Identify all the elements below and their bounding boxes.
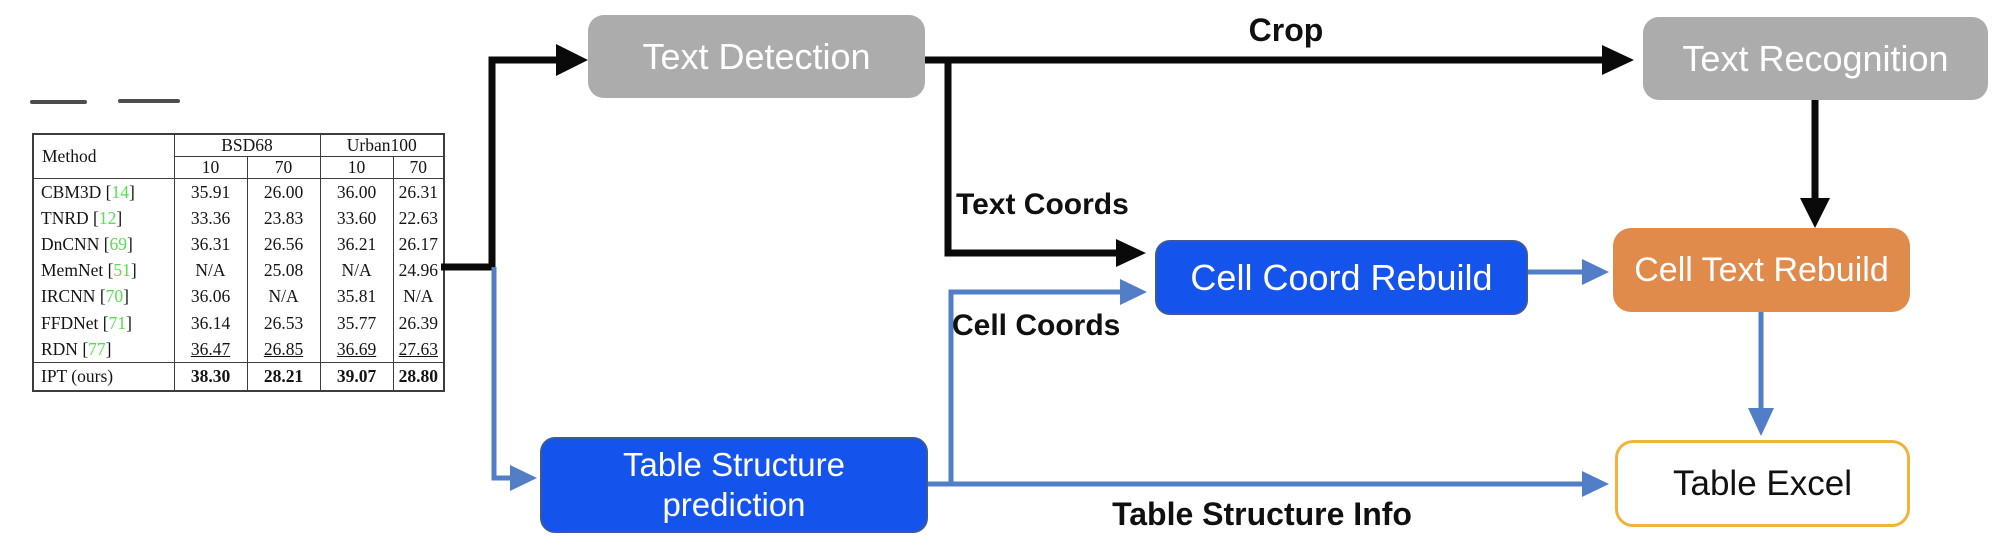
table-excel-node: Table Excel (1615, 440, 1910, 527)
citation-number: 51 (113, 260, 131, 281)
text-recognition-node: Text Recognition (1643, 17, 1988, 100)
value-cell: 22.63 (392, 205, 445, 232)
table-header-bsd68: BSD68 (173, 133, 321, 157)
table-header-method: Method (32, 133, 175, 179)
value-cell: 33.36 (173, 205, 248, 232)
value-cell: 38.30 (173, 362, 248, 391)
method-cell: IRCNN [70] (32, 283, 175, 310)
citation-number: 71 (108, 312, 127, 333)
method-cell: CBM3D [14] (32, 178, 175, 206)
table-structure-prediction-node: Table Structure prediction (540, 437, 928, 533)
edge-table-to-text-detection (441, 44, 588, 271)
value-cell: N/A (392, 283, 445, 310)
value-cell: 36.47 (173, 336, 248, 363)
table-subheader: 70 (392, 156, 445, 179)
value-cell: 36.69 (319, 336, 394, 363)
method-cell: FFDNet [71] (32, 309, 175, 337)
method-cell: MemNet [51] (32, 257, 175, 284)
value-cell: 36.31 (173, 231, 248, 258)
value-cell: 36.14 (173, 309, 248, 337)
crop-edge-label: Crop (1248, 12, 1324, 48)
citation-number: 70 (105, 286, 124, 307)
edge-table-to-structure-prediction (491, 267, 537, 491)
value-cell: 26.85 (246, 336, 321, 363)
value-cell: 23.83 (246, 205, 321, 232)
value-cell: 28.21 (246, 362, 321, 391)
value-cell: 26.17 (392, 231, 445, 258)
scan-artifact (30, 100, 87, 104)
value-cell: 36.06 (173, 283, 248, 310)
edge-crop (925, 45, 1634, 75)
value-cell: 39.07 (319, 362, 394, 391)
method-cell: TNRD [12] (32, 205, 175, 232)
value-cell: 26.56 (246, 231, 321, 258)
value-cell: 25.08 (246, 257, 321, 284)
cell-text-rebuild-node: Cell Text Rebuild (1613, 228, 1910, 312)
value-cell: N/A (246, 283, 321, 310)
text-coords-edge-label: Text Coords (956, 188, 1129, 221)
value-cell: 26.31 (392, 178, 445, 206)
value-cell: 36.00 (319, 178, 394, 206)
value-cell: 26.00 (246, 178, 321, 206)
text-detection-node: Text Detection (588, 15, 925, 98)
method-cell: DnCNN [69] (32, 231, 175, 258)
table-header-urban100: Urban100 (319, 133, 445, 157)
edge-text-rebuild-to-excel (1748, 312, 1774, 436)
table-subheader: 70 (246, 156, 321, 179)
method-cell: IPT (ours) (32, 362, 175, 391)
value-cell: 35.77 (319, 309, 394, 337)
citation-number: 12 (98, 207, 117, 228)
cell-coord-rebuild-node: Cell Coord Rebuild (1155, 240, 1528, 315)
edge-table-structure-info (928, 471, 1609, 497)
table-subheader: 10 (173, 156, 248, 179)
edge-recognition-to-cell-text (1800, 100, 1830, 228)
value-cell: 26.53 (246, 309, 321, 337)
table-structure-info-edge-label: Table Structure Info (1112, 496, 1412, 532)
edge-text-coords (944, 60, 1146, 267)
value-cell: 27.63 (392, 336, 445, 363)
citation-number: 77 (88, 338, 106, 359)
value-cell: N/A (173, 257, 248, 284)
value-cell: 36.21 (319, 231, 394, 258)
input-table-image: Method BSD68 Urban100 10 70 10 70 CBM3D … (32, 133, 446, 392)
value-cell: 26.39 (392, 309, 445, 337)
citation-number: 69 (109, 234, 128, 255)
citation-number: 14 (111, 181, 130, 202)
scan-artifact (118, 99, 180, 103)
edge-coord-to-text-rebuild (1528, 259, 1609, 285)
value-cell: 35.81 (319, 283, 394, 310)
value-cell: 28.80 (392, 362, 445, 391)
value-cell: 33.60 (319, 205, 394, 232)
value-cell: N/A (319, 257, 394, 284)
value-cell: 24.96 (392, 257, 445, 284)
table-subheader: 10 (319, 156, 394, 179)
cell-coords-edge-label: Cell Coords (952, 309, 1121, 342)
method-cell: RDN [77] (32, 336, 175, 363)
value-cell: 35.91 (173, 178, 248, 206)
